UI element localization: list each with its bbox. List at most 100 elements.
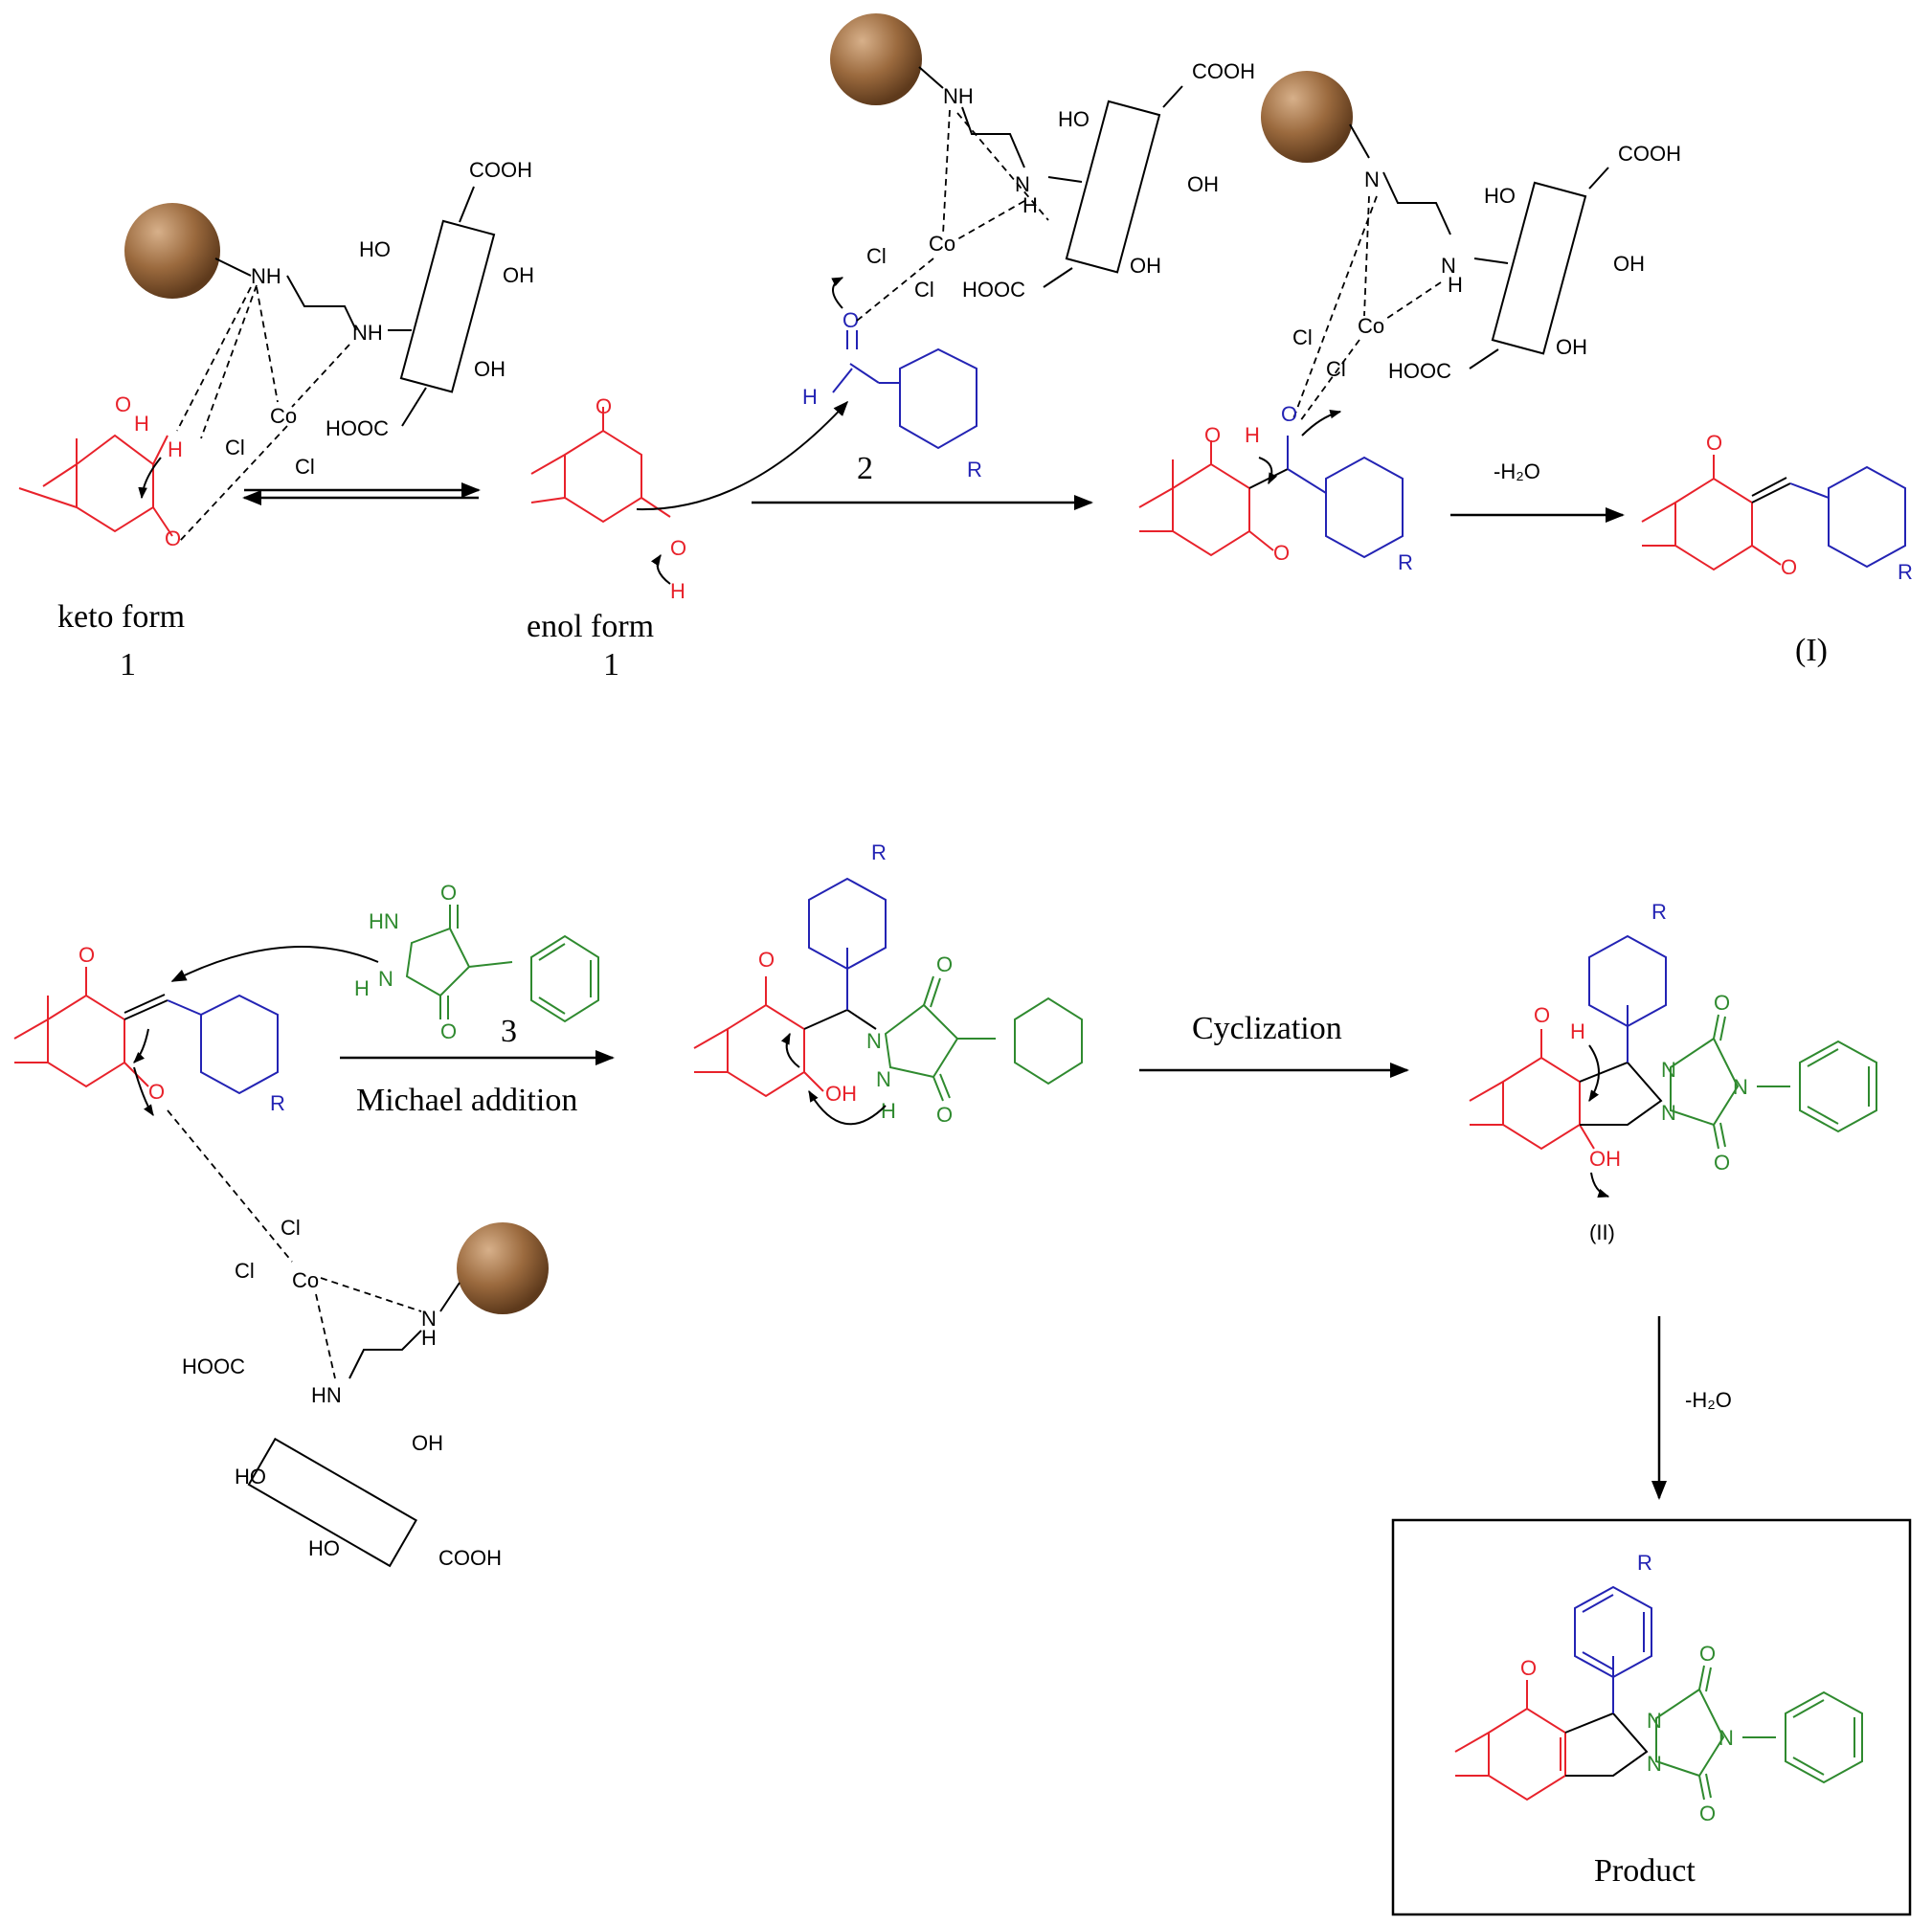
- support-bead-2: [830, 13, 922, 105]
- cl-label: Cl: [281, 1216, 301, 1240]
- oh-label: OH: [1613, 252, 1645, 276]
- cl-label: Cl: [225, 436, 245, 459]
- o-label: O: [1281, 402, 1297, 426]
- cooh-label: COOH: [469, 158, 532, 182]
- n-label: N: [876, 1067, 891, 1091]
- cl-label: Cl: [1326, 357, 1346, 381]
- catalyst-complex-4: N H HN HOOC OH HO HO COOH Co Cl Cl: [167, 1109, 549, 1570]
- minus-h2o-label-2: -H₂O: [1685, 1388, 1732, 1412]
- keto-form-label: keto form: [57, 599, 185, 635]
- co-label: Co: [929, 232, 955, 256]
- o-label: O: [115, 392, 131, 416]
- o-label: O: [595, 394, 612, 418]
- co-label: Co: [270, 404, 297, 428]
- r-label: R: [1398, 550, 1413, 574]
- h-label: H: [168, 437, 183, 461]
- benzene-ring-rect: [247, 1437, 417, 1568]
- ho-label: HO: [235, 1465, 266, 1489]
- o-label: O: [79, 943, 95, 967]
- cl-label: Cl: [295, 455, 315, 479]
- oh-label: OH: [1187, 172, 1219, 196]
- o-label: O: [1534, 1003, 1550, 1027]
- n-label: N: [421, 1307, 437, 1331]
- catalyst-complex-1: NH NH COOH HO OH OH HOOC Co Cl Cl: [124, 158, 534, 542]
- co-label: Co: [292, 1268, 319, 1292]
- h-label: H: [881, 1099, 896, 1123]
- oh-label: OH: [1130, 254, 1161, 278]
- o-label: O: [165, 526, 181, 550]
- r-label: R: [1651, 900, 1667, 924]
- o-label: O: [936, 1103, 953, 1127]
- michael-addition-label: Michael addition: [356, 1083, 577, 1118]
- o-label: O: [440, 1019, 457, 1043]
- n-label: N: [1661, 1058, 1676, 1082]
- hn-label: HN: [311, 1383, 342, 1407]
- n-label: N: [1661, 1101, 1676, 1125]
- o-label: O: [758, 948, 775, 972]
- ho-label: HO: [1058, 107, 1090, 131]
- benzene-ring-rect: [1491, 181, 1587, 355]
- h-label: H: [1570, 1019, 1585, 1043]
- minus-h2o-label-1: -H₂O: [1494, 459, 1540, 483]
- o-label: O: [1520, 1656, 1537, 1680]
- nh-label: NH: [943, 84, 974, 108]
- oh-label: OH: [474, 357, 505, 381]
- urazole-number: 3: [501, 1014, 517, 1049]
- benzene-ring-rect: [399, 219, 496, 393]
- oh-label: OH: [1556, 335, 1587, 359]
- o-label: O: [1699, 1642, 1716, 1666]
- product-label: Product: [1594, 1853, 1696, 1889]
- oh-label: OH: [412, 1431, 443, 1455]
- aldehyde-number: 2: [857, 451, 873, 486]
- o-label: O: [1273, 541, 1290, 565]
- r-label: R: [1898, 560, 1913, 584]
- ho-label: HO: [359, 237, 391, 261]
- cl-label: Cl: [235, 1259, 255, 1283]
- hooc-label: HOOC: [182, 1354, 245, 1378]
- o-label: O: [1714, 991, 1730, 1015]
- hn-label: HN: [369, 909, 399, 933]
- h-label: H: [134, 412, 149, 436]
- cl-label: Cl: [866, 244, 887, 268]
- dimedone-enol: O O H: [530, 394, 686, 603]
- n-label: N: [866, 1029, 882, 1053]
- michael-acceptor: O O R: [13, 943, 285, 1116]
- r-label: R: [967, 458, 982, 481]
- aldol-adduct: O O H O R: [1138, 402, 1413, 574]
- o-label: O: [1204, 423, 1221, 447]
- co-label: Co: [1358, 314, 1384, 338]
- o-label: O: [1714, 1151, 1730, 1175]
- dimedone-keto: O O H H: [18, 392, 183, 550]
- intermediate-II: O OH H R N N N O O: [1469, 900, 1877, 1198]
- support-bead-4: [457, 1222, 549, 1314]
- n-label: N: [1364, 168, 1380, 191]
- n-label: N: [1733, 1075, 1748, 1099]
- cooh-label: COOH: [1618, 142, 1681, 166]
- cl-label: Cl: [1292, 325, 1313, 349]
- support-bead-1: [124, 203, 220, 299]
- nh-label: NH: [251, 264, 281, 288]
- r-label: R: [1637, 1551, 1652, 1575]
- nh-label: NH: [352, 321, 383, 345]
- intermediate-I-label: (I): [1795, 633, 1828, 668]
- support-bead-3: [1261, 71, 1353, 163]
- aldehyde-2: O H R: [802, 277, 982, 481]
- r-label: R: [871, 840, 887, 864]
- ho-label: HO: [308, 1536, 340, 1560]
- cooh-label: COOH: [438, 1546, 502, 1570]
- h-label: H: [421, 1326, 437, 1350]
- hooc-label: HOOC: [1388, 359, 1451, 383]
- cooh-label: COOH: [1192, 59, 1255, 83]
- o-label: O: [936, 952, 953, 976]
- intermediate-I: O O R: [1641, 431, 1913, 584]
- intermediate-II-label: (II): [1589, 1220, 1615, 1244]
- o-label: O: [440, 881, 457, 905]
- equilibrium-arrow: [242, 482, 481, 505]
- o-label: O: [1706, 431, 1722, 455]
- urazole-3: O O HN N H: [170, 881, 599, 1043]
- nucleophilic-attack-arrow: [636, 400, 849, 511]
- cyclization-label: Cyclization: [1192, 1011, 1342, 1046]
- h-label: H: [1448, 273, 1463, 297]
- n-label: N: [1015, 172, 1030, 196]
